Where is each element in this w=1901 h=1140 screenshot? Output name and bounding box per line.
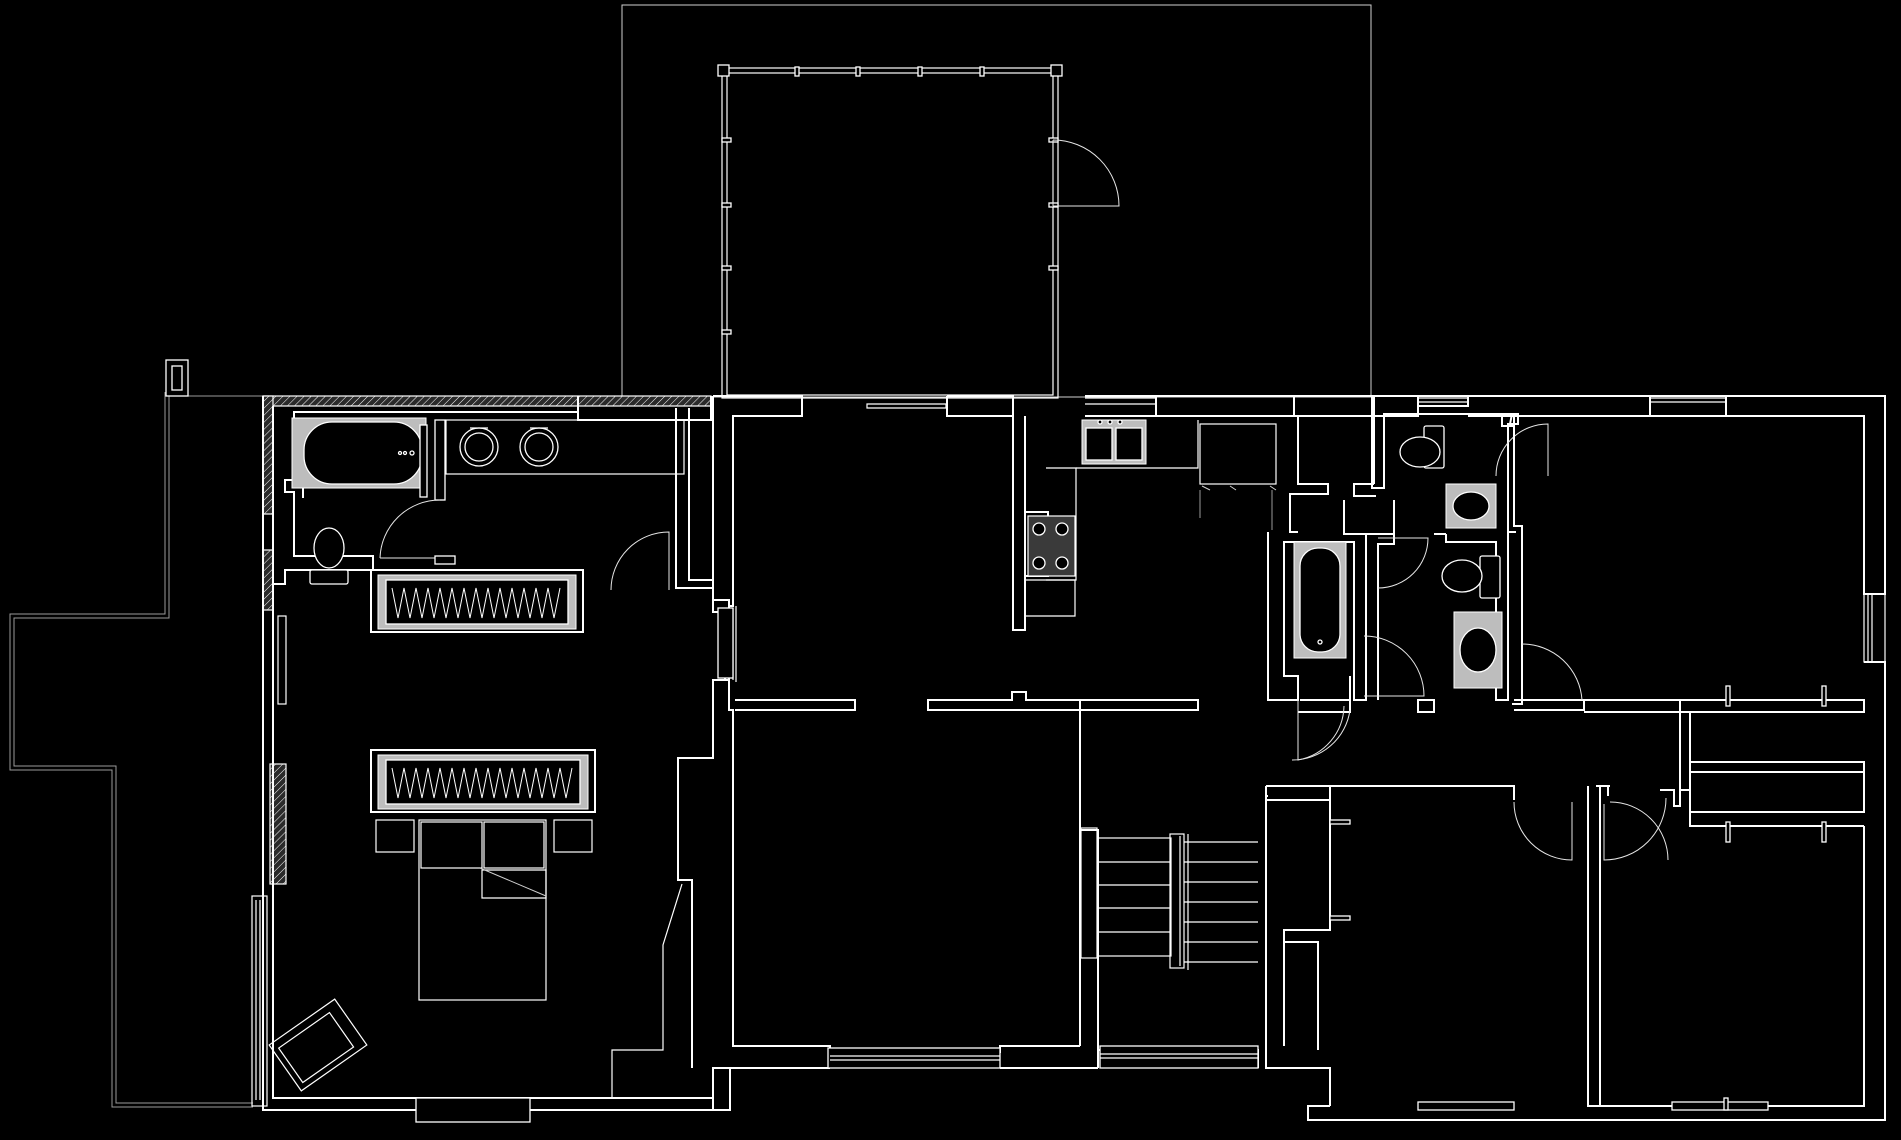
- stairs-icon: [1080, 827, 1258, 970]
- armchair-icon: [268, 998, 368, 1092]
- screen-porch: [717, 64, 1120, 399]
- master-closets: [370, 531, 670, 813]
- master-bathroom: [272, 406, 685, 585]
- bed-icon: [375, 819, 593, 1001]
- entry-doors: [717, 403, 947, 682]
- master-suite-walls: [251, 395, 731, 1111]
- toilet-icon: [1399, 425, 1445, 469]
- porch-outline: [621, 4, 1372, 398]
- windows: [255, 397, 1873, 1123]
- main-walls: [712, 395, 1376, 1110]
- toilet-icon: [1441, 555, 1501, 599]
- toilet-icon: [309, 527, 349, 585]
- kitchen: [1046, 419, 1277, 581]
- bedroom-doors: [1329, 643, 1827, 1111]
- deck-outline: [9, 359, 263, 1108]
- sink-icon: [1445, 483, 1503, 689]
- east-walls: [1265, 395, 1886, 1121]
- porch-door-swing: [1052, 139, 1120, 207]
- hall-bathroom: [1267, 396, 1549, 761]
